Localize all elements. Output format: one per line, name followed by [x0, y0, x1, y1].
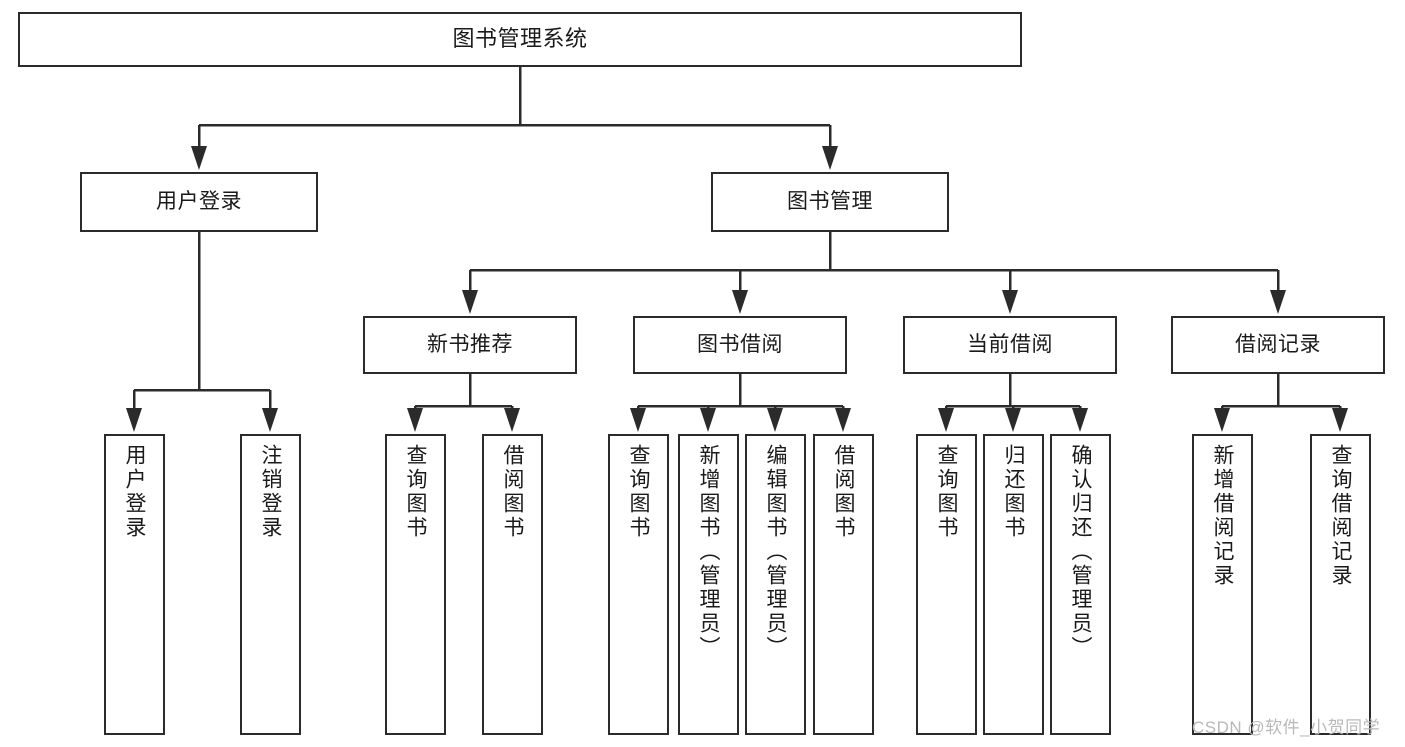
node-book-borrow[interactable]: 图书借阅	[633, 316, 847, 374]
node-label: 用户登录	[123, 444, 146, 540]
node-leaf-borrow-book-2[interactable]: 借阅图书	[813, 434, 874, 735]
node-label: 当前借阅	[967, 332, 1053, 356]
node-leaf-borrow-book-1[interactable]: 借阅图书	[482, 434, 543, 735]
node-leaf-confirm-return[interactable]: 确认归还（管理员）	[1050, 434, 1111, 735]
node-borrow-record[interactable]: 借阅记录	[1171, 316, 1385, 374]
node-label: 查询图书	[935, 444, 958, 540]
c-new-book-arrow-0	[407, 408, 423, 432]
c-book-management-arrow-2	[1002, 290, 1018, 314]
node-leaf-add-book[interactable]: 新增图书（管理员）	[678, 434, 739, 735]
c-root-arrow-0	[191, 146, 207, 170]
node-label: 查询图书	[404, 444, 427, 540]
node-label: 新书推荐	[427, 332, 513, 356]
node-label: 注销登录	[259, 444, 282, 540]
node-leaf-edit-book[interactable]: 编辑图书（管理员）	[745, 434, 806, 735]
node-root[interactable]: 图书管理系统	[18, 12, 1022, 67]
node-leaf-query-book-2[interactable]: 查询图书	[608, 434, 669, 735]
c-book-management-arrow-3	[1270, 290, 1286, 314]
c-book-management-arrow-1	[732, 290, 748, 314]
c-new-book-arrow-1	[504, 408, 520, 432]
node-leaf-query-record[interactable]: 查询借阅记录	[1310, 434, 1371, 735]
c-borrow-record-arrow-1	[1332, 408, 1348, 432]
node-label: 新增图书（管理员）	[697, 444, 720, 660]
c-borrow-record-arrow-0	[1214, 408, 1230, 432]
node-leaf-query-book-1[interactable]: 查询图书	[385, 434, 446, 735]
c-current-borrow-arrow-0	[938, 408, 954, 432]
c-user-login-arrow-1	[262, 408, 278, 432]
node-label: 查询图书	[627, 444, 650, 540]
c-book-borrow-arrow-2	[767, 408, 783, 432]
node-label: 借阅记录	[1235, 332, 1321, 356]
node-current-borrow[interactable]: 当前借阅	[903, 316, 1117, 374]
c-book-borrow-arrow-3	[835, 408, 851, 432]
c-book-borrow-arrow-1	[700, 408, 716, 432]
node-label: 用户登录	[156, 189, 242, 213]
node-label: 确认归还（管理员）	[1069, 444, 1092, 660]
c-book-borrow-arrow-0	[630, 408, 646, 432]
node-leaf-return-book[interactable]: 归还图书	[983, 434, 1044, 735]
node-label: 查询借阅记录	[1329, 444, 1352, 588]
node-user-login[interactable]: 用户登录	[80, 172, 318, 232]
node-label: 图书管理系统	[452, 26, 588, 52]
node-label: 图书管理	[787, 189, 873, 213]
node-label: 新增借阅记录	[1211, 444, 1234, 588]
node-new-book-recommend[interactable]: 新书推荐	[363, 316, 577, 374]
node-label: 图书借阅	[697, 332, 783, 356]
c-user-login-arrow-0	[126, 408, 142, 432]
watermark-text: CSDN @软件_小贺同学	[1192, 718, 1381, 737]
c-current-borrow-arrow-1	[1005, 408, 1021, 432]
node-leaf-logout[interactable]: 注销登录	[240, 434, 301, 735]
c-book-management-arrow-0	[462, 290, 478, 314]
c-current-borrow-arrow-2	[1072, 408, 1088, 432]
node-label: 归还图书	[1002, 444, 1025, 540]
node-label: 借阅图书	[832, 444, 855, 540]
node-leaf-query-book-3[interactable]: 查询图书	[916, 434, 977, 735]
node-leaf-add-record[interactable]: 新增借阅记录	[1192, 434, 1253, 735]
node-leaf-user-login[interactable]: 用户登录	[104, 434, 165, 735]
c-root-arrow-1	[822, 146, 838, 170]
node-book-management[interactable]: 图书管理	[711, 172, 949, 232]
node-label: 借阅图书	[501, 444, 524, 540]
node-label: 编辑图书（管理员）	[764, 444, 787, 660]
